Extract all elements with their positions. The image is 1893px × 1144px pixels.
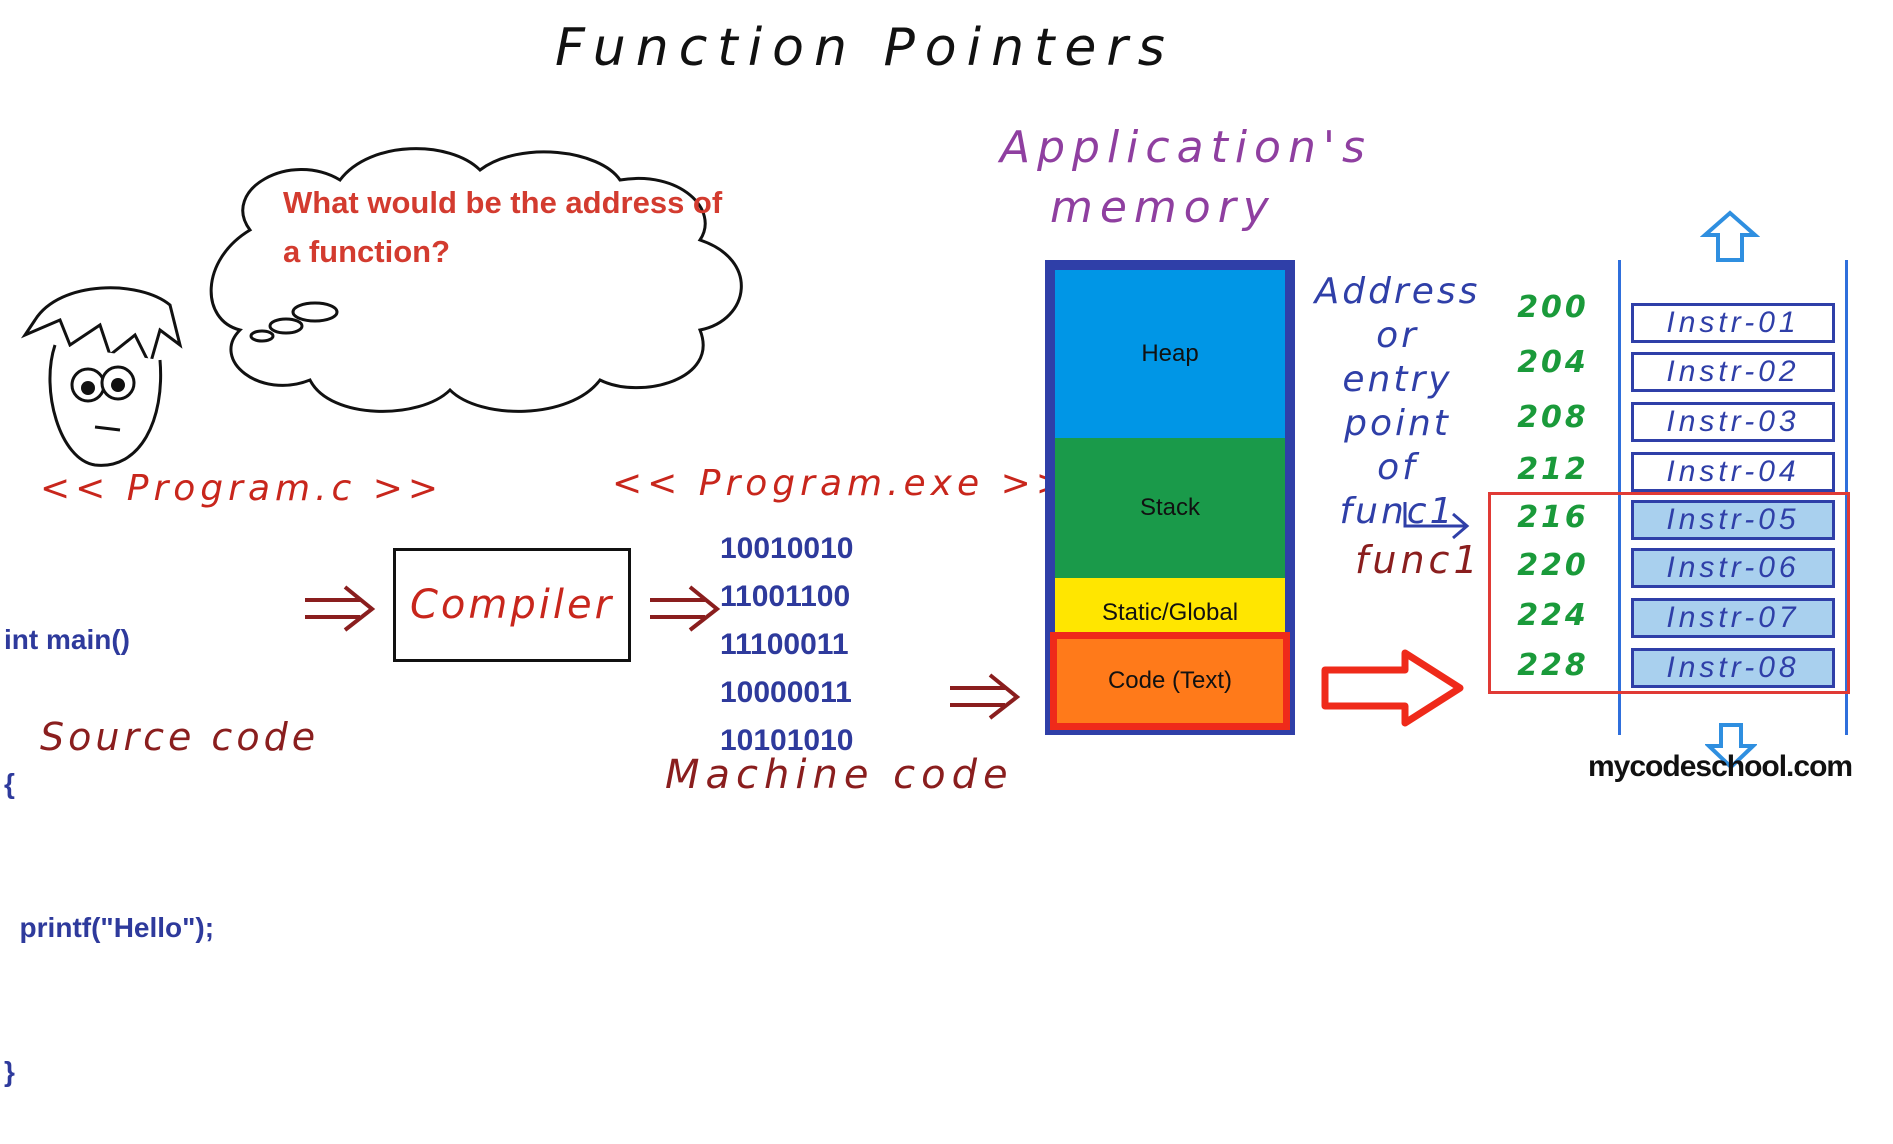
instruction-cell: Instr-08 — [1631, 648, 1835, 688]
exe-file-label: << Program.exe >> — [612, 463, 1071, 504]
brand-logo: mycodeschool.com — [1588, 750, 1853, 783]
annotation-line: entry — [1342, 359, 1453, 400]
source-file-label: << Program.c >> — [40, 468, 444, 509]
memory-label: Application's memory — [1000, 118, 1372, 238]
binary-line: 10101010 — [720, 724, 854, 757]
compiler-box: Compiler — [393, 548, 631, 662]
address-value: 212 — [1517, 452, 1589, 487]
machine-code-label: Machine code — [665, 752, 1014, 798]
memory-block: Heap Stack Static/Global Code (Text) — [1045, 260, 1295, 735]
entry-point-annotation: Address or entry point of func1 — [1310, 270, 1485, 534]
implies-arrow-icon — [305, 585, 376, 632]
implies-arrow-icon — [950, 673, 1021, 720]
memory-label-line: Application's — [1000, 122, 1372, 173]
code-line: { — [4, 768, 15, 799]
address-value: 220 — [1517, 548, 1589, 583]
thought-illustration — [20, 147, 743, 467]
code-line: int main() — [4, 624, 130, 655]
down-arrow-icon — [1705, 723, 1757, 770]
instruction-cell: Instr-01 — [1631, 303, 1835, 343]
binary-line: 10000011 — [720, 676, 852, 709]
expand-arrow-icon — [1321, 649, 1464, 727]
address-value: 228 — [1517, 648, 1589, 683]
code-line: } — [4, 1056, 15, 1087]
annotation-line: point — [1344, 403, 1451, 444]
heap-segment: Heap — [1055, 270, 1285, 438]
instruction-cell: Instr-04 — [1631, 452, 1835, 492]
binary-line: 11100011 — [720, 628, 849, 661]
question-text: What would be the address of a function? — [283, 185, 723, 269]
instruction-memory: Instr-01 Instr-02 Instr-03 Instr-04 Inst… — [1618, 260, 1848, 735]
binary-line: 11001100 — [720, 580, 851, 613]
address-value: 216 — [1517, 500, 1589, 535]
code-line: printf("Hello"); — [4, 912, 215, 943]
address-value: 204 — [1517, 345, 1589, 380]
binary-line: 10010010 — [720, 532, 854, 565]
address-value: 200 — [1517, 290, 1589, 325]
address-value: 224 — [1517, 598, 1589, 633]
instruction-cell: Instr-07 — [1631, 598, 1835, 638]
machine-code: 10010010 11001100 11100011 10000011 1010… — [720, 525, 853, 765]
instruction-cell: Instr-02 — [1631, 352, 1835, 392]
confused-person-icon — [20, 286, 183, 467]
func1-label: func1 — [1355, 538, 1482, 582]
func1-region-highlight — [1488, 492, 1850, 694]
annotation-line: or — [1376, 315, 1419, 356]
page-title: Function Pointers — [555, 18, 1175, 78]
memory-label-line: memory — [1050, 182, 1276, 233]
thought-dot-small — [249, 329, 275, 343]
thought-cloud — [209, 147, 743, 413]
up-arrow-icon — [1700, 210, 1760, 262]
implies-arrow-icon — [650, 585, 721, 632]
address-value: 208 — [1517, 400, 1589, 435]
pointer-arrow-icon — [1403, 502, 1470, 540]
instruction-cell: Instr-06 — [1631, 548, 1835, 588]
instruction-cell: Instr-05 — [1631, 500, 1835, 540]
stack-segment: Stack — [1055, 438, 1285, 578]
annotation-line: of — [1377, 447, 1418, 488]
source-code: int main() { printf("Hello"); } — [4, 520, 214, 1144]
thought-dot-large — [291, 301, 339, 323]
thought-dot-medium — [268, 317, 304, 335]
instruction-cell: Instr-03 — [1631, 402, 1835, 442]
source-code-label: Source code — [40, 715, 320, 759]
code-segment: Code (Text) — [1050, 632, 1290, 730]
annotation-line: Address — [1314, 271, 1481, 312]
